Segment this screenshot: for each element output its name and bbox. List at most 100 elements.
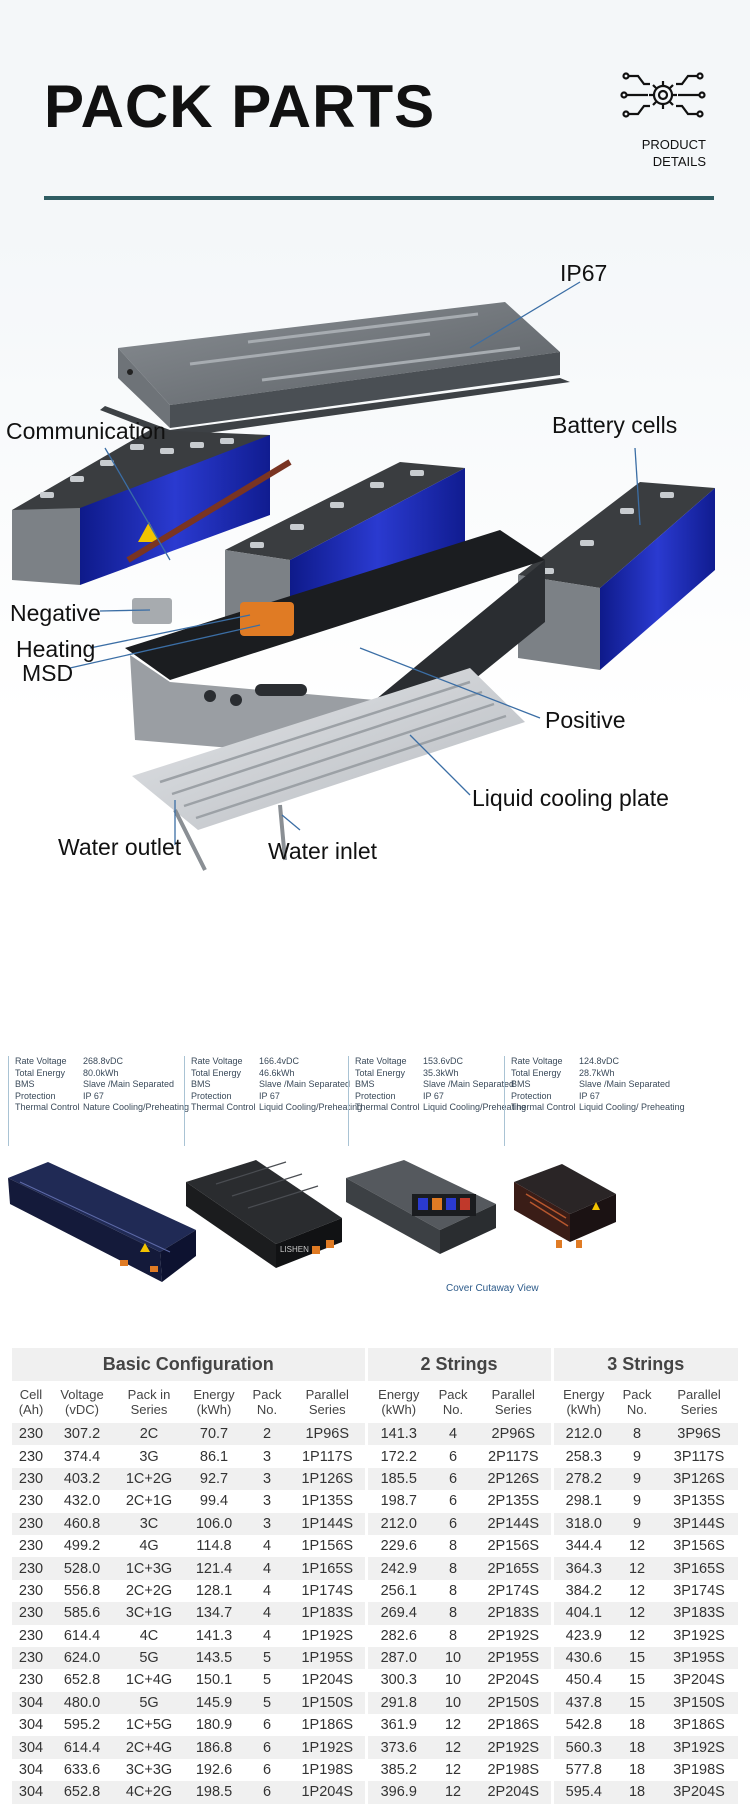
callout-water-outlet: Water outlet xyxy=(58,834,182,860)
group-basic-configuration: Basic Configuration xyxy=(12,1348,367,1381)
table-cell: 2P96S xyxy=(476,1423,553,1446)
table-cell: 6 xyxy=(244,1758,290,1782)
table-cell: 3P150S xyxy=(660,1691,739,1715)
table-cell: 6 xyxy=(430,1467,477,1491)
table-cell: 344.4 xyxy=(550,1534,615,1558)
column-header: Cell(Ah) xyxy=(18,1387,44,1417)
table-cell: 212.0 xyxy=(550,1423,615,1446)
table-cell: 1P183S xyxy=(290,1602,367,1625)
table-cell: 12 xyxy=(430,1781,477,1804)
table-cell: 18 xyxy=(614,1714,661,1737)
table-cell: 106.0 xyxy=(184,1512,244,1535)
table-cell: 577.8 xyxy=(550,1758,615,1782)
table-cell: 143.5 xyxy=(184,1646,244,1670)
table-cell: 12 xyxy=(430,1714,477,1737)
table-cell: 9 xyxy=(614,1490,661,1513)
table-cell: 12 xyxy=(614,1557,661,1580)
table-cell: 282.6 xyxy=(364,1624,431,1647)
group-2-strings: 2 Strings xyxy=(364,1348,553,1381)
column-header: Voltage(vDC) xyxy=(60,1387,104,1417)
table-cell: 212.0 xyxy=(364,1512,431,1535)
column-header: Energy(kWh) xyxy=(550,1381,615,1423)
table-cell: 556.8 xyxy=(50,1579,114,1603)
title-underline xyxy=(44,196,714,200)
table-cell: 5 xyxy=(244,1669,290,1692)
table-cell: 6 xyxy=(244,1736,290,1759)
table-cell: 2C+2G xyxy=(114,1579,184,1603)
table-cell: 3P192S xyxy=(660,1624,739,1647)
table-cell: 4 xyxy=(244,1557,290,1580)
table-cell: 3 xyxy=(244,1512,290,1535)
table-cell: 2P144S xyxy=(476,1512,553,1535)
table-cell: 291.8 xyxy=(364,1691,431,1715)
table-cell: 15 xyxy=(614,1669,661,1692)
table-cell: 1C+2G xyxy=(114,1467,184,1491)
battery-pack-image: LISHEN xyxy=(186,1160,342,1268)
table-cell: 145.9 xyxy=(184,1691,244,1715)
table-cell: 2P192S xyxy=(476,1624,553,1647)
table-cell: 8 xyxy=(430,1602,477,1625)
table-cell: 15 xyxy=(614,1691,661,1715)
table-cell: 6 xyxy=(430,1512,477,1535)
table-cell: 128.1 xyxy=(184,1579,244,1603)
leader-lines xyxy=(69,281,641,845)
table-cell: 1P204S xyxy=(290,1781,367,1804)
table-cell: 1P144S xyxy=(290,1512,367,1535)
callout-battery-cells: Battery cells xyxy=(552,412,678,438)
table-cell: 1P150S xyxy=(290,1691,367,1715)
table-cell: 1P126S xyxy=(290,1467,367,1491)
configuration-table: Basic Configuration 2 Strings 3 Strings … xyxy=(12,1348,739,1804)
table-cell: 652.8 xyxy=(50,1669,114,1692)
battery-pack-image xyxy=(8,1162,196,1282)
product-details-label: PRODUCT DETAILS xyxy=(641,137,706,169)
table-cell: 141.3 xyxy=(184,1624,244,1647)
table-cell: 2P195S xyxy=(476,1646,553,1670)
table-cell: 3P117S xyxy=(660,1445,739,1468)
table-cell: 4 xyxy=(430,1423,477,1446)
table-cell: 3C+1G xyxy=(114,1602,184,1625)
table-cell: 298.1 xyxy=(550,1490,615,1513)
table-cell: 3P156S xyxy=(660,1534,739,1558)
table-cell: 4G xyxy=(114,1534,184,1558)
table-cell: 633.6 xyxy=(50,1758,114,1782)
table-cell: 2C xyxy=(114,1423,184,1446)
table-cell: 6 xyxy=(430,1445,477,1468)
table-cell: 2C+4G xyxy=(114,1736,184,1759)
callout-negative: Negative xyxy=(10,600,101,626)
lid xyxy=(100,302,570,438)
table-cell: 2P165S xyxy=(476,1557,553,1580)
table-cell: 70.7 xyxy=(184,1423,244,1446)
table-cell: 230 xyxy=(12,1512,50,1535)
table-cell: 374.4 xyxy=(50,1445,114,1468)
table-cell: 6 xyxy=(244,1781,290,1804)
table-cell: 180.9 xyxy=(184,1714,244,1737)
table-cell: 5G xyxy=(114,1646,184,1670)
callout-positive: Positive xyxy=(545,707,626,733)
table-cell: 2P192S xyxy=(476,1736,553,1759)
table-cell: 10 xyxy=(430,1646,477,1670)
table-cell: 560.3 xyxy=(550,1736,615,1759)
table-cell: 2P204S xyxy=(476,1781,553,1804)
table-cell: 198.5 xyxy=(184,1781,244,1804)
table-cell: 3P165S xyxy=(660,1557,739,1580)
column-header: Energy(kWh) xyxy=(364,1381,431,1423)
table-cell: 141.3 xyxy=(364,1423,431,1446)
brand-logo: LISHEN xyxy=(280,1245,309,1254)
table-cell: 8 xyxy=(614,1423,661,1446)
table-cell: 256.1 xyxy=(364,1579,431,1603)
table-cell: 1P192S xyxy=(290,1736,367,1759)
table-cell: 300.3 xyxy=(364,1669,431,1692)
table-cell: 86.1 xyxy=(184,1445,244,1468)
table-cell: 287.0 xyxy=(364,1646,431,1670)
